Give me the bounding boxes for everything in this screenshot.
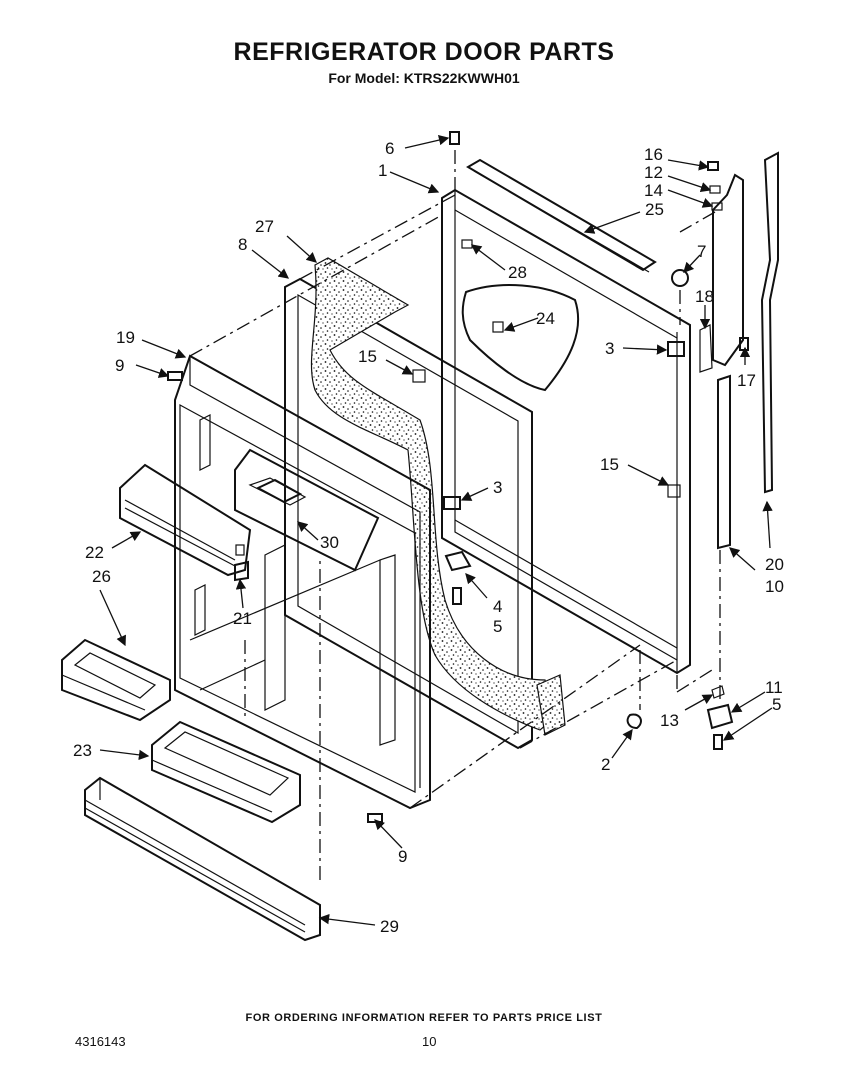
door-bin-part-26	[61, 638, 171, 722]
callout-13: 13	[660, 711, 679, 730]
callout-15a: 15	[358, 347, 377, 366]
document-number: 4316143	[75, 1034, 126, 1049]
callout-1: 1	[378, 161, 387, 180]
assembly-lines	[189, 150, 721, 880]
top-trim-strip-part-25	[466, 158, 657, 273]
page-title: REFRIGERATOR DOOR PARTS	[233, 38, 615, 66]
bottom-trim-part-29	[84, 776, 321, 942]
callout-26: 26	[92, 567, 111, 586]
callout-18: 18	[695, 287, 714, 306]
callout-22: 22	[85, 543, 104, 562]
callout-14: 14	[644, 181, 663, 200]
callout-5b: 5	[772, 695, 781, 714]
callout-9b: 9	[398, 847, 407, 866]
callout-4: 4	[493, 597, 502, 616]
callout-9a: 9	[115, 356, 124, 375]
insulation-cutaway-part-24	[461, 284, 580, 392]
page-number: 10	[422, 1034, 437, 1049]
callout-8: 8	[238, 235, 247, 254]
callout-27: 27	[255, 217, 274, 236]
callout-29: 29	[380, 917, 399, 936]
callout-3a: 3	[605, 339, 614, 358]
callout-7: 7	[697, 242, 706, 261]
callout-21: 21	[233, 609, 252, 628]
callout-16: 16	[644, 145, 663, 164]
callout-11: 11	[765, 678, 783, 697]
callout-20: 20	[765, 555, 784, 574]
ordering-note: FOR ORDERING INFORMATION REFER TO PARTS …	[245, 1012, 603, 1024]
dispenser-housing-part-30	[234, 448, 380, 572]
callout-10: 10	[765, 577, 784, 596]
callout-15b: 15	[600, 455, 619, 474]
model-subtitle: For Model: KTRS22KWWH01	[328, 70, 520, 86]
callout-25: 25	[645, 200, 664, 219]
callout-28: 28	[508, 263, 527, 282]
door-bin-part-23	[151, 720, 301, 824]
callout-6: 6	[385, 139, 394, 158]
hinge-pin-part-21	[234, 560, 249, 582]
callout-arrows	[99, 134, 773, 926]
callout-2: 2	[601, 755, 610, 774]
callout-19: 19	[116, 328, 135, 347]
callout-23: 23	[73, 741, 92, 760]
foam-insulation-part-27	[310, 257, 566, 736]
callout-17: 17	[737, 371, 756, 390]
callout-12: 12	[644, 163, 663, 182]
callout-3b: 3	[493, 478, 502, 497]
callout-24: 24	[536, 309, 555, 328]
dairy-door-part-22	[119, 463, 252, 577]
hardware-fasteners	[167, 131, 749, 823]
callout-30: 30	[320, 533, 339, 552]
callout-labels: 6 1 25 27 8 28 24 19 9 15 3 15 3 4 5 30 …	[73, 139, 784, 936]
callout-5a: 5	[493, 617, 502, 636]
